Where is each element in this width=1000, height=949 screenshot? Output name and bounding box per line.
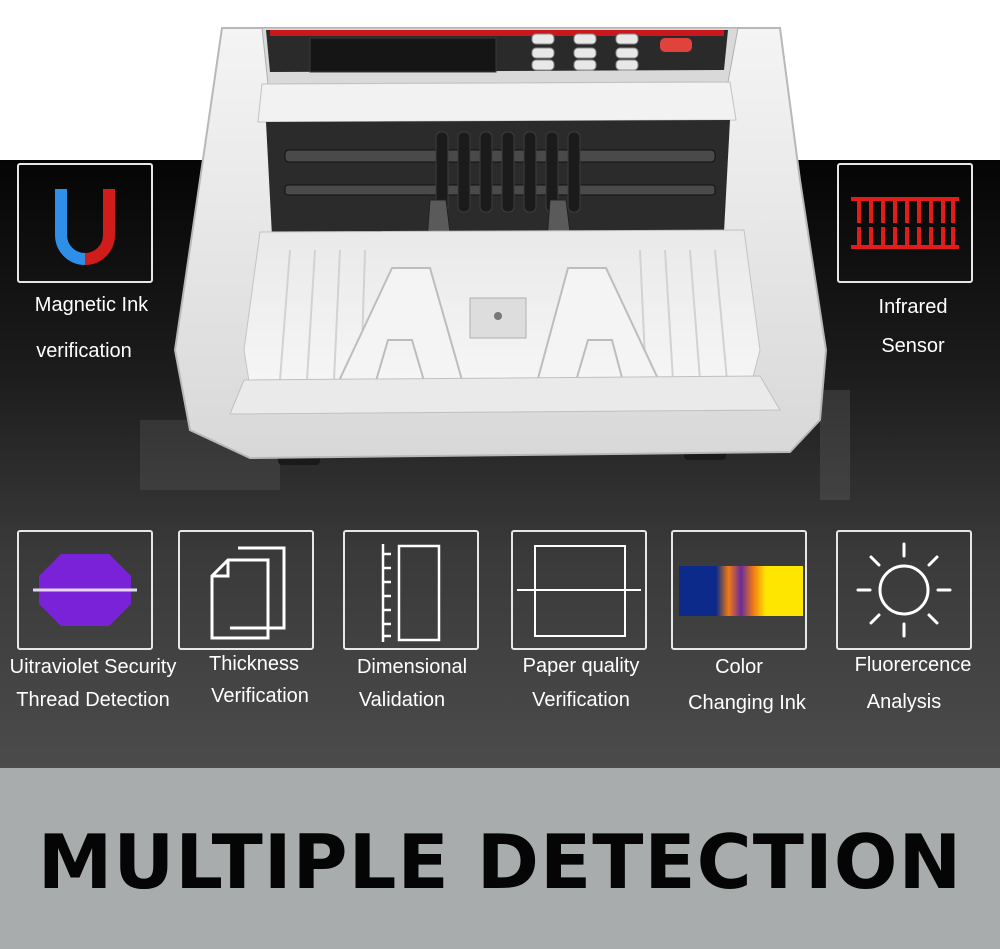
feature-card-thickness xyxy=(178,530,314,650)
sun-icon xyxy=(856,542,952,638)
feature-label-dimensional-line2: Validation xyxy=(358,689,446,711)
feature-label-infrared-line2: Sensor xyxy=(881,335,945,357)
feature-label-uv-thread-line2: Thread Detection xyxy=(16,689,170,711)
money-counter-machine xyxy=(140,27,850,500)
feature-label-thickness-line2: Verification xyxy=(211,685,309,707)
feature-label-color-ink-line2: Changing Ink xyxy=(688,692,806,714)
feature-card-magnetic-ink xyxy=(17,163,153,283)
headline: MULTIPLE DETECTION xyxy=(37,818,963,906)
feature-label-paper-quality-line1: Paper quality xyxy=(522,655,640,677)
paper-sheet-icon xyxy=(517,545,641,637)
feature-card-dimensional xyxy=(343,530,479,650)
uv-thread-icon xyxy=(33,554,137,626)
feature-card-paper-quality xyxy=(511,530,647,650)
feature-card-fluorescence xyxy=(836,530,972,650)
feature-label-fluorescence-line2: Analysis xyxy=(866,691,942,713)
infrared-sensor-icon xyxy=(851,197,959,249)
feature-label-paper-quality-line2: Verification xyxy=(532,689,630,711)
feature-label-magnetic-ink-line2: verification xyxy=(36,340,132,362)
bottom-band xyxy=(0,768,1000,949)
feature-card-uv-thread xyxy=(17,530,153,650)
ruler-icon xyxy=(381,544,441,642)
feature-label-dimensional-line1: Dimensional xyxy=(356,656,468,678)
stacked-pages-icon xyxy=(210,546,286,640)
feature-label-thickness-line1: Thickness xyxy=(208,653,300,675)
color-stripes-icon xyxy=(679,566,803,616)
magnet-icon xyxy=(55,189,115,265)
feature-label-magnetic-ink-line1: Magnetic Ink xyxy=(34,294,149,316)
feature-label-color-ink-line1: Color xyxy=(715,656,763,678)
feature-card-color-ink xyxy=(671,530,807,650)
feature-label-fluorescence-line1: Fluorercence xyxy=(854,654,972,676)
feature-card-infrared xyxy=(837,163,973,283)
feature-label-infrared-line1: Infrared xyxy=(878,296,948,318)
feature-label-uv-thread-line1: Uitraviolet Security xyxy=(9,656,177,678)
